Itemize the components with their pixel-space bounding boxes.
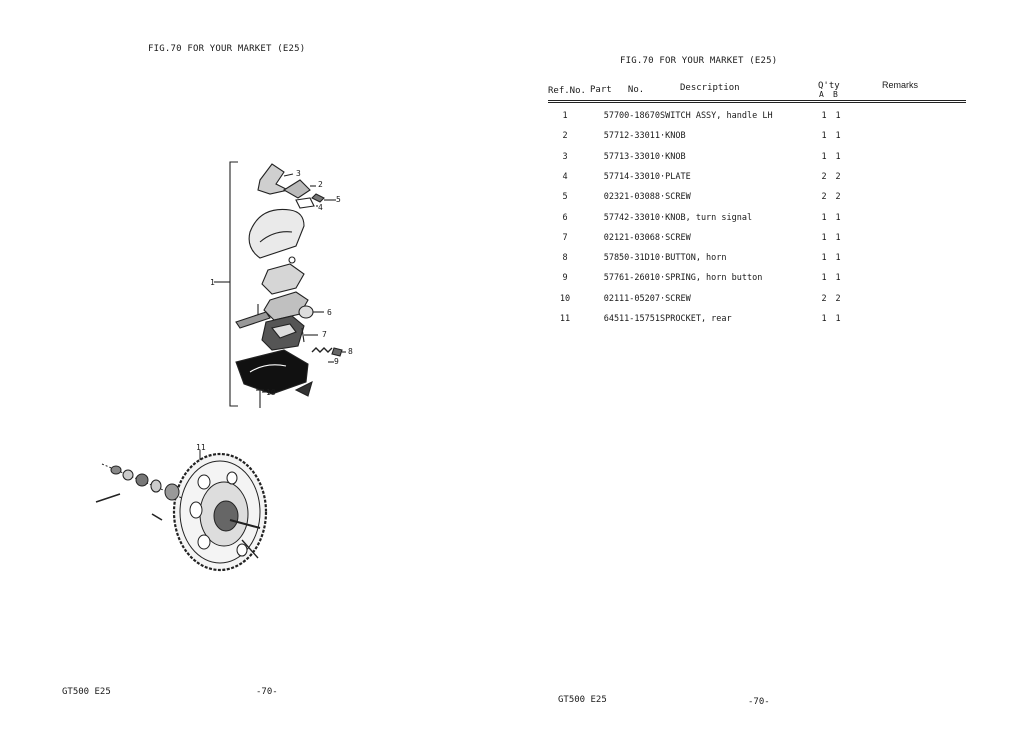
callout-6: 6 [327, 308, 332, 317]
cell-desc: ·KNOB [660, 131, 686, 142]
cell-ref: 4 [562, 171, 568, 182]
cell-ref: 6 [562, 212, 568, 223]
callout-1: 1 [210, 278, 215, 287]
callout-4: 4 [318, 203, 323, 212]
header-remarks: Remarks [882, 80, 919, 90]
cell-b: 2 [835, 293, 841, 304]
cell-ref: 11 [559, 314, 571, 324]
cell-b: 1 [835, 314, 841, 324]
cell-a: 2 [821, 171, 827, 182]
cell-a: 1 [821, 151, 827, 162]
cell-desc: ·KNOB [660, 151, 686, 162]
cell-part: 64511-15751 [603, 314, 660, 324]
cell-b: 1 [835, 111, 841, 121]
right-footer-model: GT500 E25 [558, 695, 607, 705]
cell-b: 1 [835, 131, 841, 142]
left-page: FIG.70 FOR YOUR MARKET (E25) [62, 44, 353, 697]
cell-a: 1 [821, 111, 827, 121]
header-qty-b: B [833, 90, 838, 99]
cell-part: 57700-18670 [603, 111, 660, 121]
cell-b: 1 [835, 212, 841, 223]
header-ref: Ref.No. [548, 86, 586, 96]
cell-part: 57713-33010 [603, 151, 660, 162]
cell-a: 1 [821, 131, 827, 142]
header-qty: Q'ty [818, 81, 840, 91]
cell-ref: 9 [562, 273, 568, 284]
cell-ref: 8 [562, 253, 568, 264]
cell-desc: SWITCH ASSY, handle LH [660, 111, 773, 121]
cell-ref: 2 [562, 131, 568, 142]
callout-7: 7 [322, 330, 327, 339]
left-fig-title: FIG.70 FOR YOUR MARKET (E25) [148, 44, 306, 54]
header-rule-top [548, 100, 966, 101]
cell-b: 2 [835, 171, 841, 182]
cell-ref: 3 [562, 151, 568, 162]
callout-11: 11 [196, 443, 206, 452]
cell-desc: ·KNOB, turn signal [660, 212, 753, 223]
header-part: Part No. [590, 85, 645, 95]
cell-a: 1 [821, 253, 827, 264]
switch-assembly-illustration [214, 161, 346, 408]
cell-desc: ·BUTTON, horn [660, 253, 727, 264]
left-footer-model: GT500 E25 [62, 687, 111, 697]
callout-2: 2 [318, 180, 323, 189]
header-qty-a: A [819, 90, 824, 99]
cell-a: 1 [821, 232, 827, 243]
cell-a: 1 [821, 273, 827, 284]
cell-part: 02111-05207 [603, 293, 660, 304]
callout-9: 9 [334, 357, 339, 366]
cell-a: 1 [821, 314, 827, 324]
cell-ref: 10 [559, 293, 571, 304]
cell-a: 2 [821, 192, 827, 203]
cell-ref: 7 [562, 232, 568, 243]
left-footer-page: -70- [256, 687, 278, 697]
cell-part: 02321-03088 [603, 192, 660, 203]
cell-part: 57712-33011 [603, 131, 660, 142]
cell-b: 1 [835, 232, 841, 243]
cell-ref: 5 [562, 192, 568, 203]
cell-b: 2 [835, 192, 841, 203]
sprocket-illustration [95, 450, 268, 572]
header-rule-bottom [548, 102, 966, 103]
right-page: FIG.70 FOR YOUR MARKET (E25) Ref.No. Par… [520, 0, 1024, 737]
cell-a: 1 [821, 212, 827, 223]
cell-b: 1 [835, 253, 841, 264]
cell-desc: SPROCKET, rear [660, 314, 732, 324]
cell-part: 57850-31D10 [603, 253, 660, 264]
cell-b: 1 [835, 273, 841, 284]
cell-desc: ·PLATE [660, 171, 691, 182]
cell-desc: ·SCREW [660, 232, 691, 243]
cell-desc: ·SCREW [660, 293, 691, 304]
cell-desc: ·SPRING, horn button [660, 273, 763, 284]
cell-part: 57714-33010 [603, 171, 660, 182]
cell-a: 2 [821, 293, 827, 304]
cell-ref: 1 [562, 111, 568, 121]
cell-b: 1 [835, 151, 841, 162]
header-description: Description [680, 83, 740, 93]
cell-desc: ·SCREW [660, 192, 691, 203]
cell-part: 57761-26010 [603, 273, 660, 284]
cell-part: 57742-33010 [603, 212, 660, 223]
callout-3: 3 [296, 169, 301, 178]
right-footer-page: -70- [748, 697, 770, 707]
callout-8: 8 [348, 347, 353, 356]
callout-10: 10 [266, 388, 276, 397]
cell-part: 02121-03068 [603, 232, 660, 243]
callout-5: 5 [336, 195, 341, 204]
right-fig-title: FIG.70 FOR YOUR MARKET (E25) [620, 56, 778, 66]
